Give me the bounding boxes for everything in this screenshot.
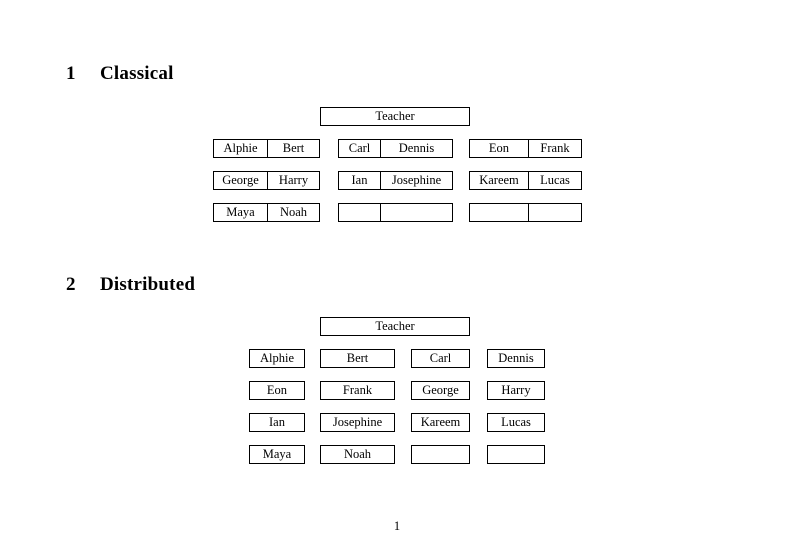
section-number: 1 bbox=[66, 63, 76, 84]
node-box: Josephine bbox=[320, 413, 395, 432]
group-cell: Dennis bbox=[380, 140, 452, 157]
teacher-box-classical: Teacher bbox=[320, 107, 470, 126]
group-box: Kareem Lucas bbox=[469, 171, 582, 190]
group-cell-empty bbox=[380, 204, 452, 221]
node-box: George bbox=[411, 381, 470, 400]
group-box-empty bbox=[469, 203, 582, 222]
group-cell: Alphie bbox=[223, 141, 258, 155]
group-box: Ian Josephine bbox=[338, 171, 453, 190]
node-box-empty bbox=[411, 445, 470, 464]
group-cell: Carl bbox=[348, 141, 371, 155]
group-cell: Noah bbox=[267, 204, 319, 221]
section-title: Classical bbox=[100, 63, 174, 84]
group-box: Maya Noah bbox=[213, 203, 320, 222]
node-box: Dennis bbox=[487, 349, 545, 368]
node-box-empty bbox=[487, 445, 545, 464]
group-cell-empty bbox=[470, 204, 528, 221]
node-box: Alphie bbox=[249, 349, 305, 368]
group-box: Eon Frank bbox=[469, 139, 582, 158]
group-box: George Harry bbox=[213, 171, 320, 190]
group-box-empty bbox=[338, 203, 453, 222]
group-cell: Frank bbox=[528, 140, 581, 157]
node-box: Kareem bbox=[411, 413, 470, 432]
group-cell: Ian bbox=[351, 173, 368, 187]
node-box: Ian bbox=[249, 413, 305, 432]
section-heading-distributed: 2 Distributed bbox=[66, 274, 195, 296]
section-heading-classical: 1 Classical bbox=[66, 63, 174, 85]
node-box: Frank bbox=[320, 381, 395, 400]
group-cell: Bert bbox=[267, 140, 319, 157]
group-box: Alphie Bert bbox=[213, 139, 320, 158]
section-title: Distributed bbox=[100, 274, 196, 295]
group-cell: George bbox=[222, 173, 259, 187]
group-cell: Eon bbox=[488, 141, 510, 155]
group-cell: Harry bbox=[267, 172, 319, 189]
page-number: 1 bbox=[393, 519, 401, 533]
teacher-box-distributed: Teacher bbox=[320, 317, 470, 336]
group-cell: Lucas bbox=[528, 172, 581, 189]
node-box: Noah bbox=[320, 445, 395, 464]
node-box: Bert bbox=[320, 349, 395, 368]
section-number: 2 bbox=[66, 274, 76, 295]
node-box: Harry bbox=[487, 381, 545, 400]
node-box: Lucas bbox=[487, 413, 545, 432]
group-cell: Maya bbox=[226, 205, 255, 219]
node-box: Eon bbox=[249, 381, 305, 400]
group-cell-empty bbox=[528, 204, 581, 221]
group-cell: Kareem bbox=[479, 173, 519, 187]
node-box: Maya bbox=[249, 445, 305, 464]
node-box: Carl bbox=[411, 349, 470, 368]
group-box: Carl Dennis bbox=[338, 139, 453, 158]
group-cell-empty bbox=[339, 204, 380, 221]
group-cell: Josephine bbox=[380, 172, 452, 189]
